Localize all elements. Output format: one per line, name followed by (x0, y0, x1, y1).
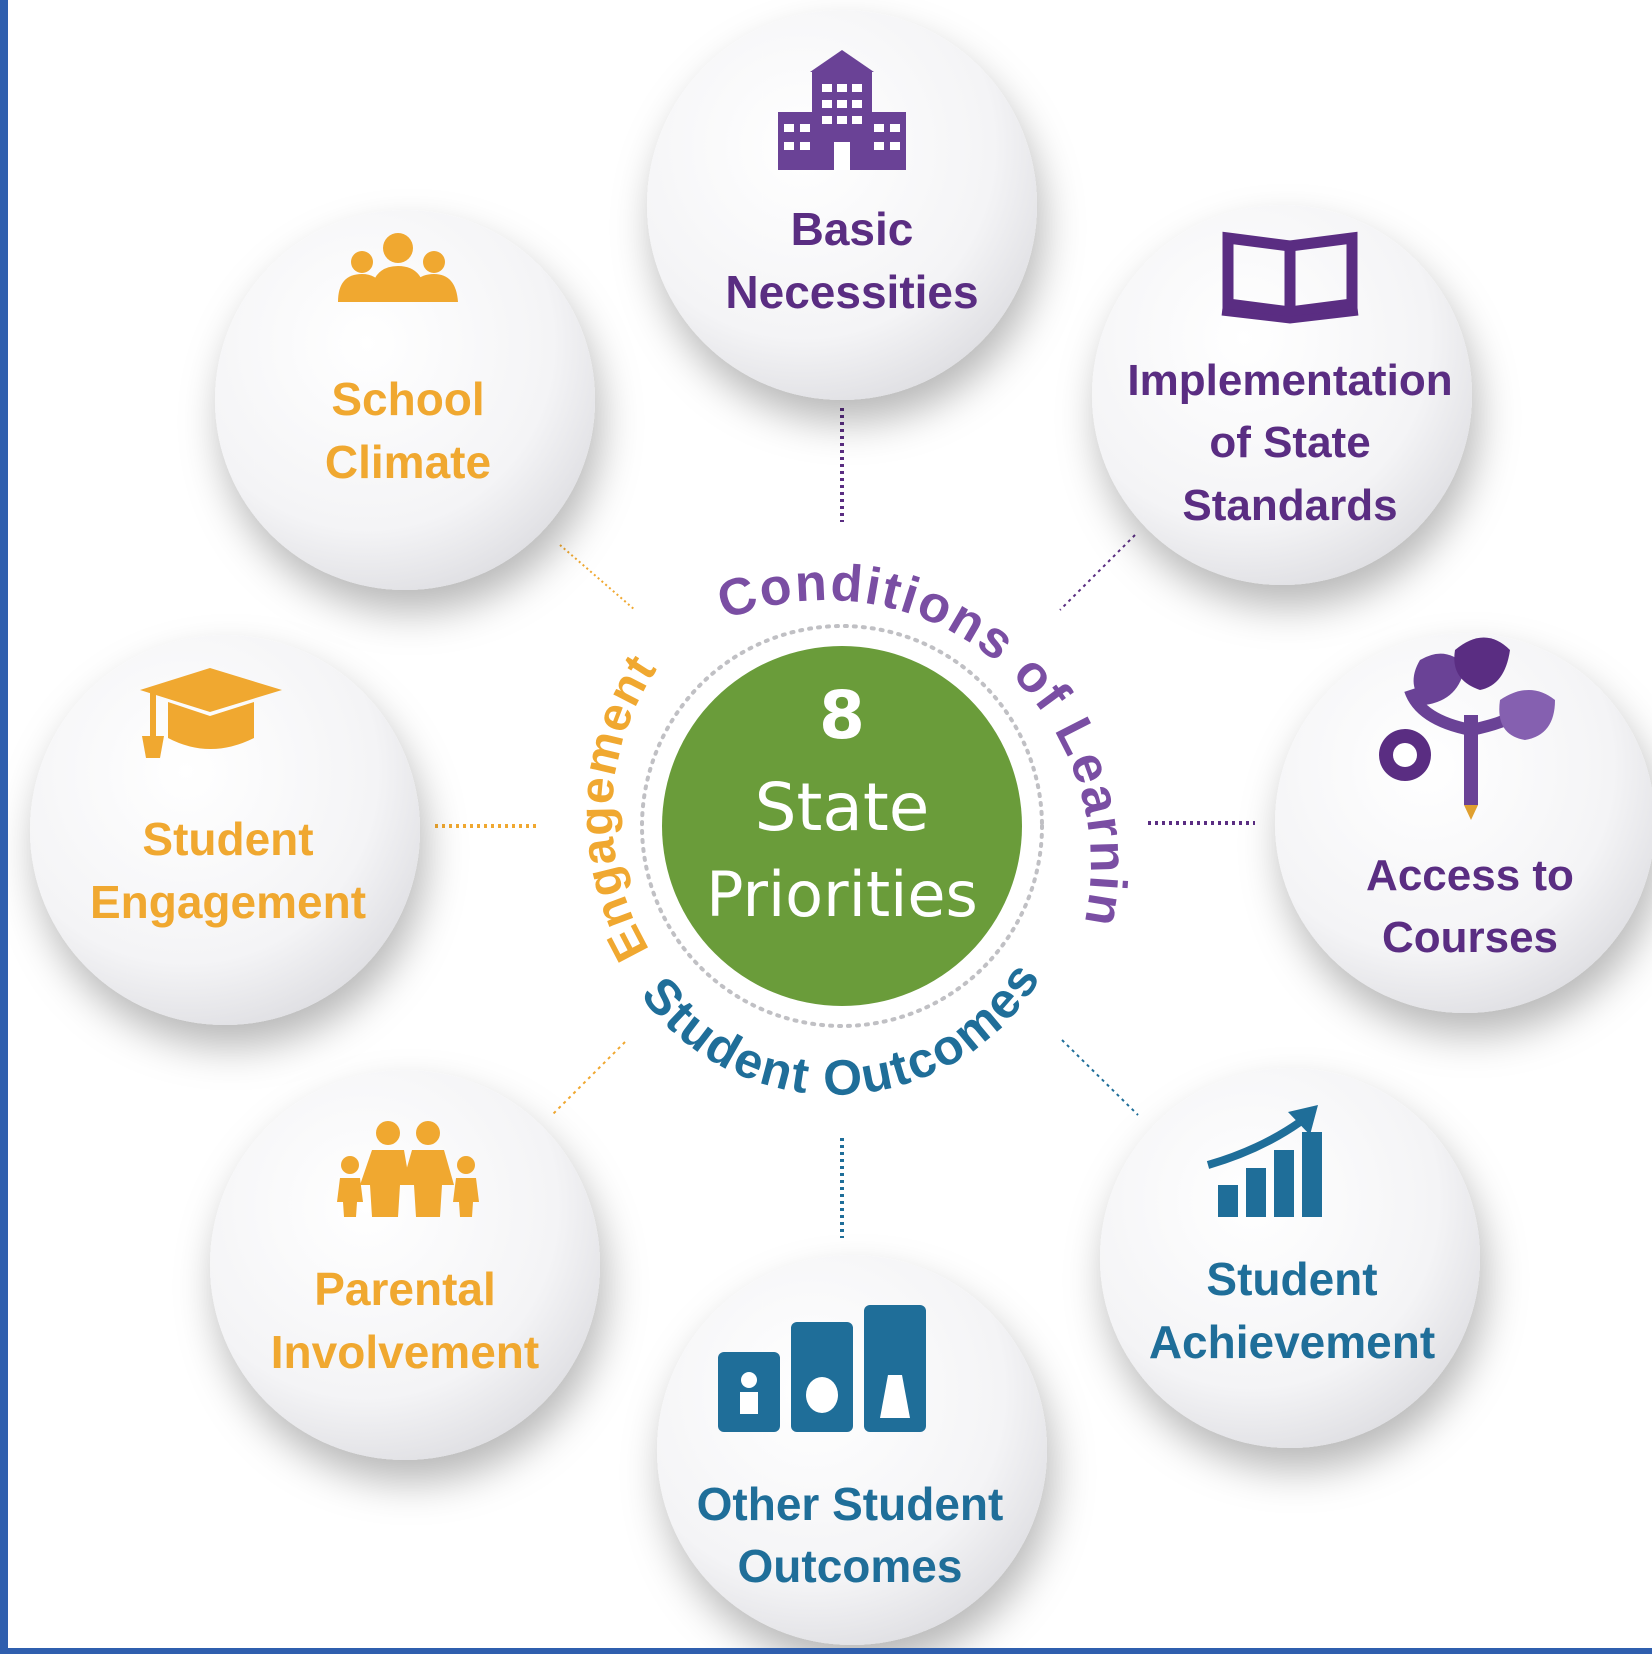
engagement-line2: Engagement (90, 876, 366, 928)
standards-line3: Standards (1182, 481, 1397, 530)
center-line1: State (755, 769, 930, 846)
svg-text:Basic: Basic (791, 203, 914, 255)
standards-line2: of State (1209, 418, 1370, 467)
standards-line1: Implementation (1127, 356, 1452, 405)
svg-text:Access to: Access to (1366, 851, 1574, 900)
priority-other-outcomes[interactable]: Other Student Outcomes (657, 1255, 1047, 1645)
growth-chart-icon (1206, 1105, 1322, 1217)
achievement-line1: Student (1206, 1253, 1377, 1305)
svg-text:Student: Student (142, 813, 313, 865)
open-book-icon (1221, 231, 1359, 324)
climate-line2: Climate (325, 436, 491, 488)
svg-text:Outcomes: Outcomes (738, 1540, 963, 1592)
courses-line2: Courses (1382, 913, 1558, 962)
school-building-icon (778, 50, 906, 170)
connector-climate (559, 544, 636, 611)
basic-line1: Basic (791, 203, 914, 255)
svg-text:of State: of State (1209, 418, 1370, 467)
svg-text:Implementation: Implementation (1127, 356, 1452, 405)
priority-parental[interactable]: Parental Involvement (210, 1070, 600, 1460)
priority-engagement[interactable]: Student Engagement (30, 635, 420, 1025)
center-circle (662, 646, 1022, 1006)
courses-line1: Access to (1366, 851, 1574, 900)
center-hub: 8 State Priorities (662, 646, 1022, 1006)
connector-parental (551, 1041, 626, 1116)
center-line2: Priorities (706, 858, 978, 931)
family-icon (337, 1121, 479, 1217)
other-outcomes-line1: Other Student (697, 1478, 1004, 1530)
svg-text:Courses: Courses (1382, 913, 1558, 962)
connector-standards (1059, 534, 1136, 611)
engagement-line1: Student (142, 813, 313, 865)
svg-text:Standards: Standards (1182, 481, 1397, 530)
center-number: 8 (819, 677, 865, 754)
svg-text:Necessities: Necessities (725, 266, 978, 318)
dotted-ring (640, 624, 1044, 1028)
svg-text:Student: Student (1206, 1253, 1377, 1305)
climate-line1: School (331, 373, 484, 425)
svg-text:Climate: Climate (325, 436, 491, 488)
svg-text:Involvement: Involvement (271, 1326, 539, 1378)
bubbles: Basic Necessities Implementation of Stat… (30, 10, 1652, 1645)
activity-blocks-icon (718, 1305, 926, 1432)
priority-climate[interactable]: School Climate (215, 210, 595, 590)
frame-left-border (0, 0, 8, 1654)
achievement-line2: Achievement (1149, 1316, 1435, 1368)
priority-basic[interactable]: Basic Necessities (647, 10, 1037, 400)
svg-text:Achievement: Achievement (1149, 1316, 1435, 1368)
group-icon (338, 233, 458, 302)
priority-courses[interactable]: Access to Courses (1275, 633, 1652, 1013)
connector-achievement (1061, 1039, 1139, 1116)
parental-line1: Parental (314, 1263, 496, 1315)
svg-text:Other Student: Other Student (697, 1478, 1004, 1530)
subjects-tree-icon (1379, 637, 1555, 820)
svg-text:Parental: Parental (314, 1263, 496, 1315)
priority-standards[interactable]: Implementation of State Standards (1092, 205, 1472, 585)
connectors (435, 408, 1255, 1238)
other-outcomes-line2: Outcomes (738, 1540, 963, 1592)
priority-achievement[interactable]: Student Achievement (1100, 1068, 1480, 1448)
basic-line2: Necessities (725, 266, 978, 318)
graduation-cap-icon (140, 668, 282, 758)
ring-engagement-label: Engagement (570, 645, 667, 969)
parental-line2: Involvement (271, 1326, 539, 1378)
frame-bottom-border (0, 1648, 1652, 1654)
svg-text:Engagement: Engagement (90, 876, 366, 928)
svg-text:School: School (331, 373, 484, 425)
